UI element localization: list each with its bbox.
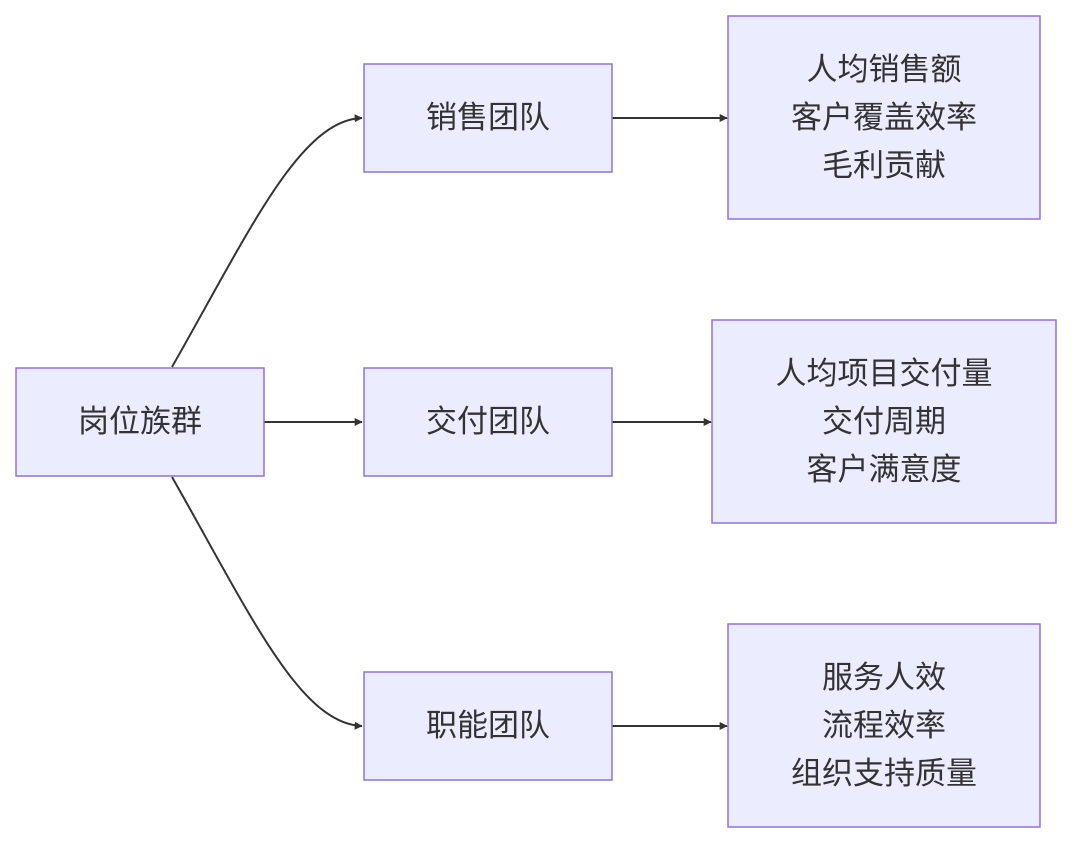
node-function-metrics: 服务人效 流程效率 组织支持质量 (727, 623, 1041, 828)
node-sales-metrics: 人均销售额 客户覆盖效率 毛利贡献 (727, 15, 1041, 220)
sales-metric-1: 人均销售额 (807, 52, 962, 88)
node-sales-team: 销售团队 (363, 63, 613, 173)
node-function-team-label: 职能团队 (426, 708, 550, 744)
function-metric-2: 流程效率 (822, 708, 946, 744)
sales-metric-2: 客户覆盖效率 (791, 100, 977, 136)
edge-root-to-sales (171, 114, 363, 368)
delivery-metric-2: 交付周期 (822, 404, 946, 440)
node-delivery-team: 交付团队 (363, 367, 613, 477)
node-root: 岗位族群 (15, 367, 265, 477)
function-metric-1: 服务人效 (822, 660, 946, 696)
delivery-metric-1: 人均项目交付量 (776, 356, 993, 392)
node-sales-team-label: 销售团队 (426, 100, 550, 136)
sales-metric-3: 毛利贡献 (822, 148, 946, 184)
node-root-label: 岗位族群 (78, 404, 202, 440)
node-delivery-team-label: 交付团队 (426, 404, 550, 440)
function-metric-3: 组织支持质量 (791, 756, 977, 792)
node-delivery-metrics: 人均项目交付量 交付周期 客户满意度 (711, 319, 1057, 524)
delivery-metric-3: 客户满意度 (807, 452, 962, 488)
node-function-team: 职能团队 (363, 671, 613, 781)
edge-root-to-function (171, 476, 363, 730)
